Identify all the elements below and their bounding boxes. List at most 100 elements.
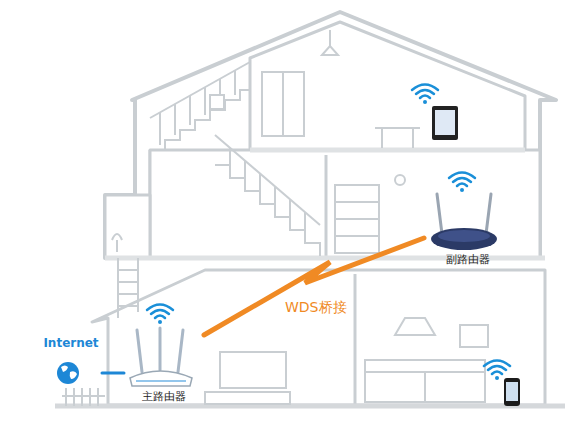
internet-globe: [57, 362, 79, 384]
floor-slab: [55, 150, 565, 406]
wifi-signal: [412, 85, 438, 99]
furniture: [205, 392, 290, 404]
staircase: [174, 104, 176, 135]
phone-icon: [504, 378, 520, 406]
furniture: [381, 128, 383, 148]
floor-slab: [55, 404, 565, 409]
ladder: [118, 269, 138, 271]
tablet-icon: [432, 106, 458, 140]
wifi-signal: [147, 305, 173, 319]
staircase: [259, 174, 261, 202]
furniture: [460, 325, 488, 347]
main-router-icon: [137, 328, 183, 372]
sub-router-node: 副路由器: [424, 195, 512, 269]
house-structure: [92, 270, 545, 405]
staircase: [159, 113, 161, 145]
house-structure: [92, 12, 556, 405]
staircase: [150, 62, 320, 256]
sub-router-icon: [431, 228, 497, 250]
house-structure: [250, 22, 525, 150]
staircase: [244, 161, 246, 189]
wifi-signal: [484, 361, 510, 375]
internet-globe: [57, 362, 79, 384]
staircase: [234, 70, 236, 95]
tablet-icon: [435, 110, 455, 135]
furniture: [424, 372, 426, 402]
wds-bridge-bolt: [204, 238, 424, 335]
fence: [73, 388, 75, 406]
ladder: [117, 258, 119, 318]
house-structure: [150, 150, 540, 258]
staircase: [150, 90, 250, 150]
furniture: [335, 185, 379, 253]
staircase: [289, 200, 291, 228]
sub-router-icon: [486, 194, 491, 234]
staircase: [204, 87, 206, 115]
staircase: [229, 148, 231, 176]
internet-globe: [61, 366, 77, 380]
main-router-node: 主路由器: [124, 325, 204, 406]
phone-icon: [504, 378, 520, 406]
wifi-signal: [147, 85, 510, 375]
staircase: [215, 135, 320, 225]
fence: [81, 388, 83, 406]
furniture: [335, 235, 379, 237]
ladder: [137, 258, 139, 312]
furniture: [322, 46, 338, 55]
internet-node: Internet: [40, 336, 102, 384]
furniture: [112, 234, 122, 252]
staircase: [189, 96, 191, 125]
main-router-icon: [159, 328, 162, 370]
sub-router-icon: [431, 194, 497, 250]
fence: [97, 388, 99, 406]
fence: [62, 388, 105, 406]
node-label: Internet: [40, 336, 102, 350]
furniture: [335, 218, 379, 220]
tablet-icon: [432, 106, 458, 140]
house-structure: [105, 195, 150, 258]
sub-router-icon: [438, 230, 490, 242]
main-router-icon: [137, 330, 142, 372]
furniture: [220, 352, 286, 388]
furniture: [282, 72, 284, 136]
furniture: [412, 128, 414, 148]
ladder: [118, 305, 138, 307]
node-label: 副路由器: [424, 253, 512, 267]
furniture: [395, 318, 435, 335]
ladder: [118, 293, 138, 295]
fence: [65, 388, 67, 406]
wifi-dot: [460, 188, 464, 192]
house-structure: [105, 12, 556, 258]
wifi-signal: [449, 173, 475, 187]
furniture: [210, 95, 224, 109]
fence: [89, 388, 91, 406]
house-structure: [325, 155, 328, 258]
phone-icon: [506, 382, 518, 401]
node-label: 主路由器: [124, 390, 204, 404]
furniture: [395, 175, 405, 185]
furniture: [112, 30, 488, 404]
furniture: [365, 360, 485, 402]
wifi-dot: [423, 100, 427, 104]
wifi-dot: [158, 320, 162, 324]
edge-label: WDS桥接: [282, 299, 350, 315]
floor-slab: [250, 148, 525, 153]
wifi-dot: [158, 100, 499, 380]
staircase: [304, 212, 306, 241]
sub-router-icon: [437, 194, 442, 234]
wifi-dot: [495, 376, 499, 380]
ladder: [118, 281, 138, 283]
ethernet-cable: [102, 372, 124, 375]
main-router-icon: [136, 380, 186, 382]
furniture: [262, 72, 304, 136]
staircase: [150, 62, 250, 118]
staircase: [274, 187, 276, 215]
house-structure: [354, 274, 357, 405]
main-router-icon: [178, 330, 183, 372]
ladder: [118, 258, 138, 318]
main-router-icon: [130, 371, 192, 386]
main-router-icon: [130, 328, 192, 386]
